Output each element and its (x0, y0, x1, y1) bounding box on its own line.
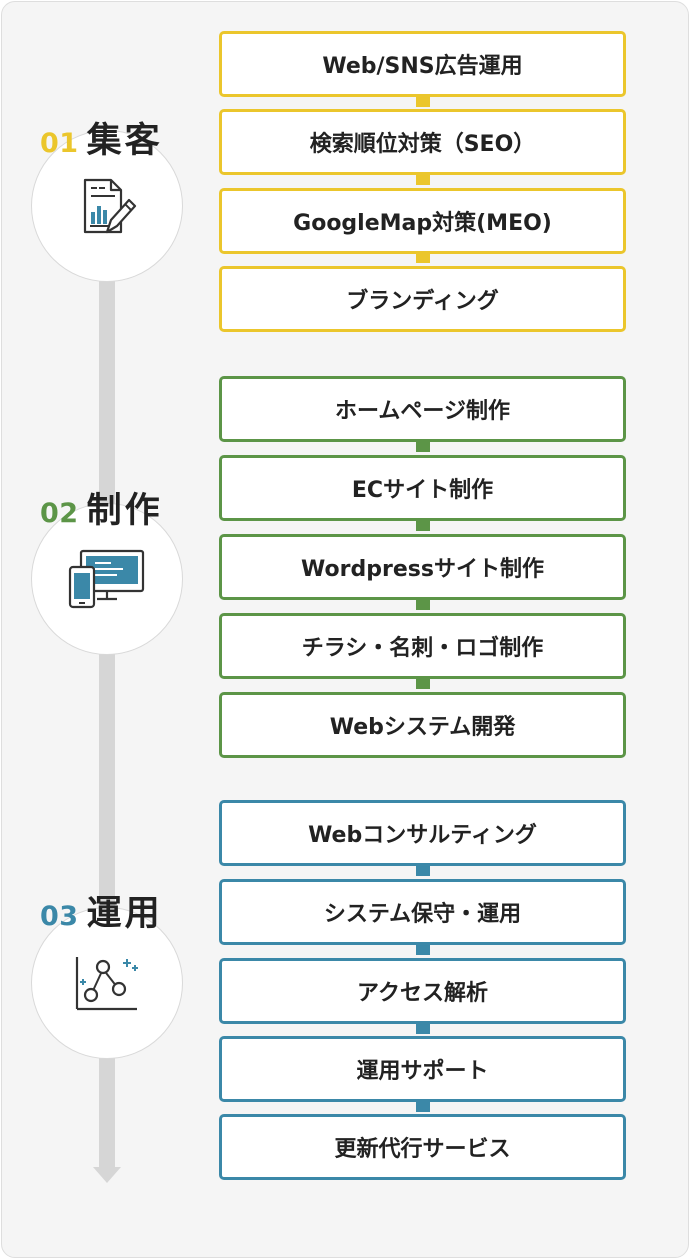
service-box-ec-site[interactable]: ECサイト制作 (219, 455, 626, 521)
service-box-print-logo[interactable]: チラシ・名刺・ロゴ制作 (219, 613, 626, 679)
service-box-seo[interactable]: 検索順位対策（SEO） (219, 109, 626, 175)
stage-icon-circle-2 (31, 503, 183, 655)
stage-title: 運用 (86, 894, 163, 934)
service-box-homepage[interactable]: ホームページ制作 (219, 376, 626, 442)
service-box-meo[interactable]: GoogleMap対策(MEO) (219, 188, 626, 254)
service-box-web-consulting[interactable]: Webコンサルティング (219, 800, 626, 866)
stage-number: 02 (40, 498, 79, 529)
service-box-system-maintenance[interactable]: システム保守・運用 (219, 879, 626, 945)
stage-title: 制作 (86, 491, 163, 531)
document-chart-pen-icon (83, 178, 137, 234)
service-box-update-service[interactable]: 更新代行サービス (219, 1114, 626, 1180)
analytics-graph-icon (75, 957, 138, 1011)
service-box-web-system[interactable]: Webシステム開発 (219, 692, 626, 758)
stage-icon-circle-3 (31, 907, 183, 1059)
stage-number: 03 (40, 901, 79, 932)
stage-number: 01 (40, 128, 79, 159)
service-box-access-analysis[interactable]: アクセス解析 (219, 958, 626, 1024)
service-box-operation-support[interactable]: 運用サポート (219, 1036, 626, 1102)
timeline-arrow-down-icon (93, 1167, 121, 1183)
stage-icon-circle-1 (31, 130, 183, 282)
stage-heading-1: 01 集客 (40, 112, 163, 161)
stage-heading-2: 02 制作 (40, 482, 163, 531)
service-box-wordpress[interactable]: Wordpressサイト制作 (219, 534, 626, 600)
devices-monitor-phone-icon (68, 549, 145, 609)
stage-heading-3: 03 運用 (40, 885, 163, 934)
service-box-branding[interactable]: ブランディング (219, 266, 626, 332)
stage-title: 集客 (86, 121, 163, 161)
service-box-web-sns-ads[interactable]: Web/SNS広告運用 (219, 31, 626, 97)
